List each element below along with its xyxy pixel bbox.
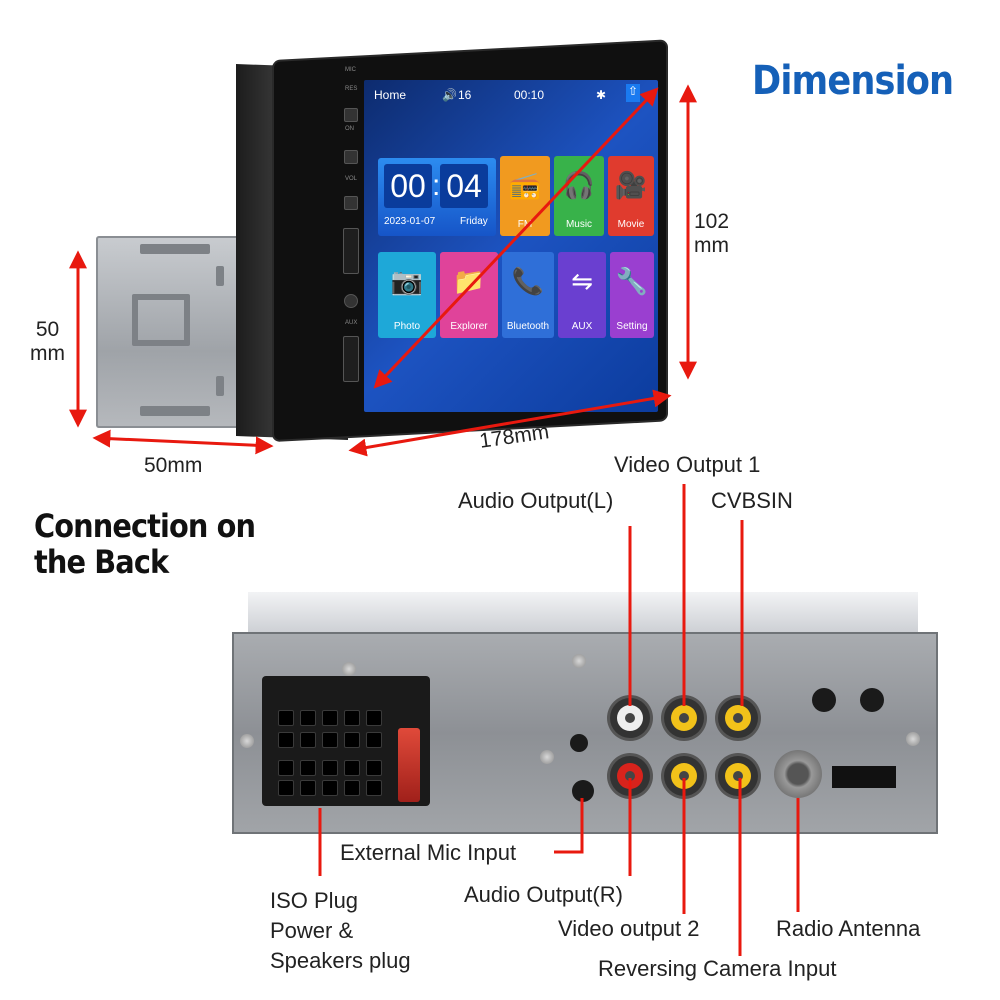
mounting-cage [96, 236, 246, 428]
connection-title-line2: the Back [34, 543, 169, 581]
screw [240, 734, 254, 748]
depth-unit: mm [30, 342, 65, 365]
connection-title-line1: Connection on [34, 507, 256, 545]
width-arrow [348, 389, 672, 457]
cvbsin-jack[interactable] [718, 698, 758, 738]
side-label-mic: MIC [345, 67, 356, 73]
usb-port[interactable] [343, 228, 359, 274]
depth-bottom-label: 50mm [144, 454, 203, 477]
screw [572, 654, 586, 668]
rear-top-cover [248, 592, 918, 638]
volume-up-button[interactable] [344, 150, 358, 164]
screen-diagonal-arrow [373, 87, 659, 389]
hole [860, 688, 884, 712]
reversing-camera-jack[interactable] [718, 756, 758, 796]
side-label-on: ON [345, 126, 354, 132]
aux-jack[interactable] [344, 294, 358, 308]
label-external-mic: External Mic Input [340, 840, 517, 865]
connection-title: Connection on the Back [34, 507, 256, 581]
height-label: 102 mm [694, 210, 729, 258]
fuse [398, 728, 420, 802]
side-label-res: RES [345, 86, 358, 92]
hole [812, 688, 836, 712]
screw [540, 750, 554, 764]
label-radio-antenna: Radio Antenna [776, 916, 921, 941]
hole [570, 734, 588, 752]
label-audio-output-r: Audio Output(R) [464, 882, 623, 907]
label-cvbsin: CVBSIN [711, 488, 793, 513]
depth-value: 50 [35, 318, 60, 341]
label-iso-line2: Power & [270, 918, 354, 943]
label-reversing-camera: Reversing Camera Input [598, 956, 837, 981]
leader-mic [554, 798, 584, 854]
side-label-aux: AUX [345, 320, 358, 326]
radio-antenna-jack[interactable] [774, 750, 822, 798]
screw [342, 662, 356, 676]
power-button[interactable] [344, 108, 358, 122]
label-iso-line3: Speakers plug [270, 948, 411, 973]
height-unit: mm [694, 234, 730, 257]
label-iso-line1: ISO Plug [270, 888, 359, 913]
rear-slot [832, 766, 896, 788]
dimension-title: Dimension [752, 58, 954, 104]
label-video-output-1: Video Output 1 [614, 452, 761, 477]
depth-label: 50 mm [30, 318, 65, 366]
label-iso-plug: ISO Plug Power & Speakers plug [270, 886, 411, 976]
label-video-output-2: Video output 2 [558, 916, 700, 941]
usb-port-2[interactable] [343, 336, 359, 382]
depth-bottom-arrow [92, 429, 274, 455]
volume-down-button[interactable] [344, 196, 358, 210]
height-value: 102 [694, 210, 730, 233]
label-audio-output-l: Audio Output(L) [458, 488, 614, 513]
external-mic-jack[interactable] [572, 780, 594, 802]
screw [906, 732, 920, 746]
side-label-vol: VOL [345, 176, 358, 182]
